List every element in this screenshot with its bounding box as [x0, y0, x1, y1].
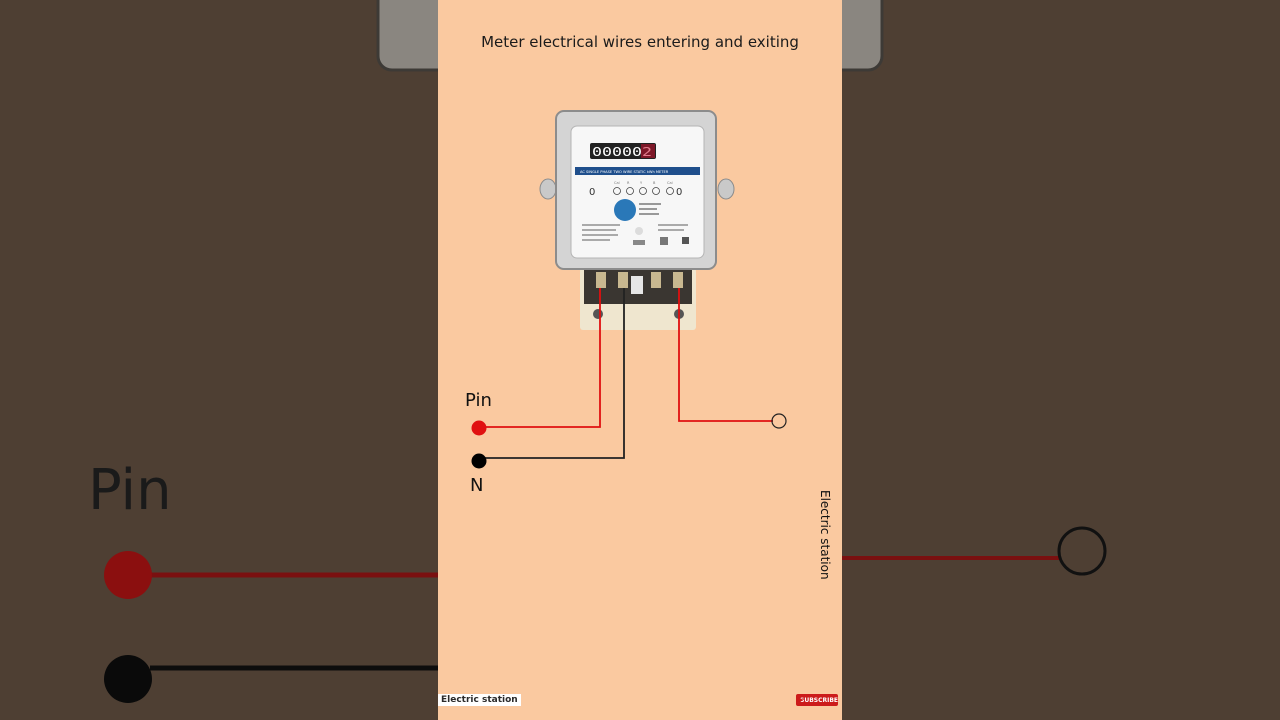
phase-input-wire — [479, 288, 601, 428]
led-indicator — [666, 187, 674, 195]
neutral-terminal-dot — [471, 453, 487, 469]
meter-qr-icon — [660, 237, 668, 245]
bg-load-terminal — [1057, 526, 1107, 576]
background-left: Pin — [0, 0, 438, 720]
bg-meter-corner — [376, 0, 438, 72]
led-row: Cal R Y B Cal — [613, 181, 674, 195]
meter-zero-right: 0 — [676, 187, 682, 198]
led-label: Cal — [667, 181, 673, 185]
pin-label: Pin — [465, 390, 492, 411]
led-indicator — [639, 187, 647, 195]
counter-last-digit — [641, 144, 655, 158]
wiring-diagram: 000002 AC SINGLE PHASE TWO WIRE STATIC k… — [471, 110, 787, 469]
diagram-panel: Meter electrical wires entering and exit… — [438, 0, 842, 720]
terminal-1 — [596, 272, 606, 288]
mount-ear-right — [717, 178, 735, 200]
meter-cert-icon — [682, 237, 689, 244]
neutral-label: N — [470, 475, 484, 496]
meter-specs-line — [582, 224, 620, 226]
phase-output-wire — [678, 288, 773, 422]
neutral-input-wire — [479, 288, 625, 459]
background-left-graphics — [104, 0, 438, 703]
meter-logo-text-line — [639, 203, 661, 205]
led-indicator — [626, 187, 634, 195]
meter-specs-line — [658, 229, 684, 231]
meter-specs-line — [582, 239, 610, 241]
bg-meter-corner-right — [842, 0, 884, 72]
bg-phase-dot — [104, 551, 152, 599]
led-indicator — [652, 187, 660, 195]
channel-vertical-text: Electric station — [818, 490, 832, 580]
background-right — [842, 0, 1280, 720]
channel-watermark: Electric station — [438, 694, 521, 706]
bg-neutral-dot — [104, 655, 152, 703]
subscribe-button[interactable]: SUBSCRIBE — [796, 694, 838, 706]
meter-logo-icon — [614, 199, 636, 221]
meter-specs-line — [582, 234, 618, 236]
meter-specs-line — [658, 224, 688, 226]
terminal-4 — [673, 272, 683, 288]
terminal-2 — [618, 272, 628, 288]
meter-zero-left: 0 — [589, 187, 595, 198]
subscribe-label: SUBSCRIBE — [800, 696, 839, 704]
meter-logo-text-line — [639, 213, 659, 215]
terminal-3 — [651, 272, 661, 288]
phase-terminal-dot — [471, 420, 487, 436]
diagram-title: Meter electrical wires entering and exit… — [481, 33, 799, 51]
meter-reading: 000002 — [592, 145, 652, 159]
meter-band — [575, 167, 700, 175]
meter-optical-port — [633, 240, 645, 245]
led-label: Cal — [614, 181, 620, 185]
led-label: B — [653, 181, 656, 185]
led-label: R — [627, 181, 630, 185]
mount-ear-left — [539, 178, 557, 200]
meter-specs-line — [582, 229, 616, 231]
background-right-graphics — [842, 0, 1107, 576]
meter-band-text: AC SINGLE PHASE TWO WIRE STATIC kWh METE… — [580, 170, 669, 174]
meter-sensor-icon — [635, 227, 643, 235]
led-indicator — [613, 187, 621, 195]
bg-pin-label: Pin — [88, 458, 172, 523]
meter-logo-text-line — [639, 208, 657, 210]
meter-counter — [590, 143, 656, 159]
terminal-seal — [631, 276, 643, 294]
led-label: Y — [640, 181, 643, 185]
load-terminal-circle — [771, 413, 787, 429]
base-screw-left — [593, 309, 603, 319]
